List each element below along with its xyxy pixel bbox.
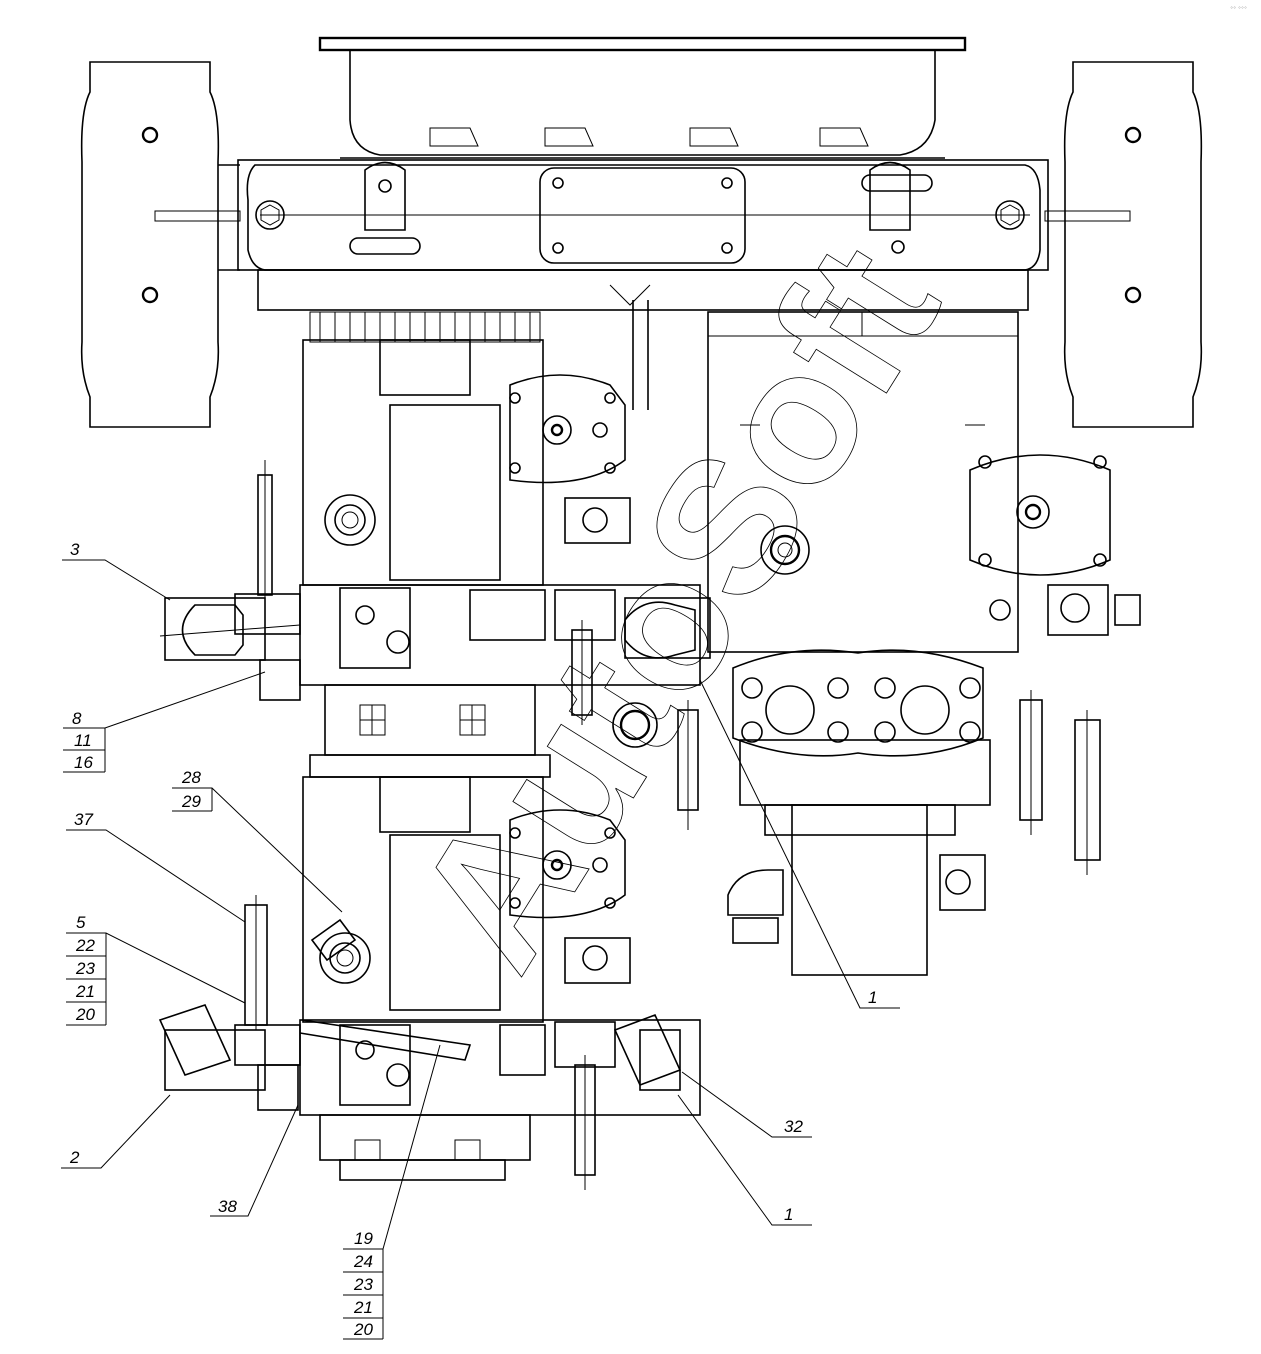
corner-mark: °° °°° xyxy=(1230,6,1247,13)
left-lower-fitting xyxy=(158,895,682,1190)
callout-label: 22 xyxy=(75,936,95,955)
callout-label: 5 xyxy=(76,913,86,932)
callout-label: 21 xyxy=(353,1298,373,1317)
left-mount xyxy=(80,61,241,428)
callout-label: 2 xyxy=(69,1148,80,1167)
callout-2: 2 xyxy=(61,1094,171,1169)
callout-label: 3 xyxy=(70,540,80,559)
callout-label: 20 xyxy=(353,1320,373,1339)
callout-label: 19 xyxy=(354,1229,373,1248)
callout-label: 32 xyxy=(784,1117,803,1136)
callout-label: 24 xyxy=(353,1252,373,1271)
watermark-text: AutoSoft xyxy=(374,210,979,1002)
callout-8: 8 11 16 xyxy=(63,671,266,773)
top-tank xyxy=(318,36,967,159)
callout-1-upper: 1 xyxy=(699,679,900,1009)
left-upper-fitting xyxy=(159,460,301,701)
callout-37: 37 xyxy=(66,810,246,923)
callout-5: 5 22 23 21 20 xyxy=(66,913,246,1026)
callout-28: 28 29 xyxy=(172,768,343,913)
upper-left-pump xyxy=(299,311,701,778)
callout-label: 20 xyxy=(75,1005,95,1024)
callout-1-lower: 1 xyxy=(677,1094,812,1226)
callout-label: 37 xyxy=(74,810,93,829)
callout-32: 32 xyxy=(681,1071,812,1138)
callout-label: 29 xyxy=(181,792,201,811)
callout-label: 16 xyxy=(74,753,93,772)
callout-38: 38 xyxy=(210,1104,299,1217)
callout-label: 28 xyxy=(181,768,201,787)
callout-19: 19 24 23 21 20 xyxy=(343,1044,441,1340)
callout-label: 1 xyxy=(784,1205,793,1224)
callout-label: 11 xyxy=(74,731,92,750)
callout-label: 38 xyxy=(218,1197,237,1216)
callout-3: 3 xyxy=(62,540,171,601)
callout-label: 1 xyxy=(868,988,877,1007)
callout-label: 21 xyxy=(75,982,95,1001)
callout-label: 8 xyxy=(72,709,82,728)
right-mount xyxy=(1044,61,1203,428)
watermark: AutoSoft xyxy=(374,210,980,1003)
main-housing xyxy=(237,159,1049,410)
lower-pump xyxy=(299,776,701,1181)
callout-label: 23 xyxy=(353,1275,373,1294)
right-pump-block xyxy=(571,311,1141,976)
callout-label: 23 xyxy=(75,959,95,978)
